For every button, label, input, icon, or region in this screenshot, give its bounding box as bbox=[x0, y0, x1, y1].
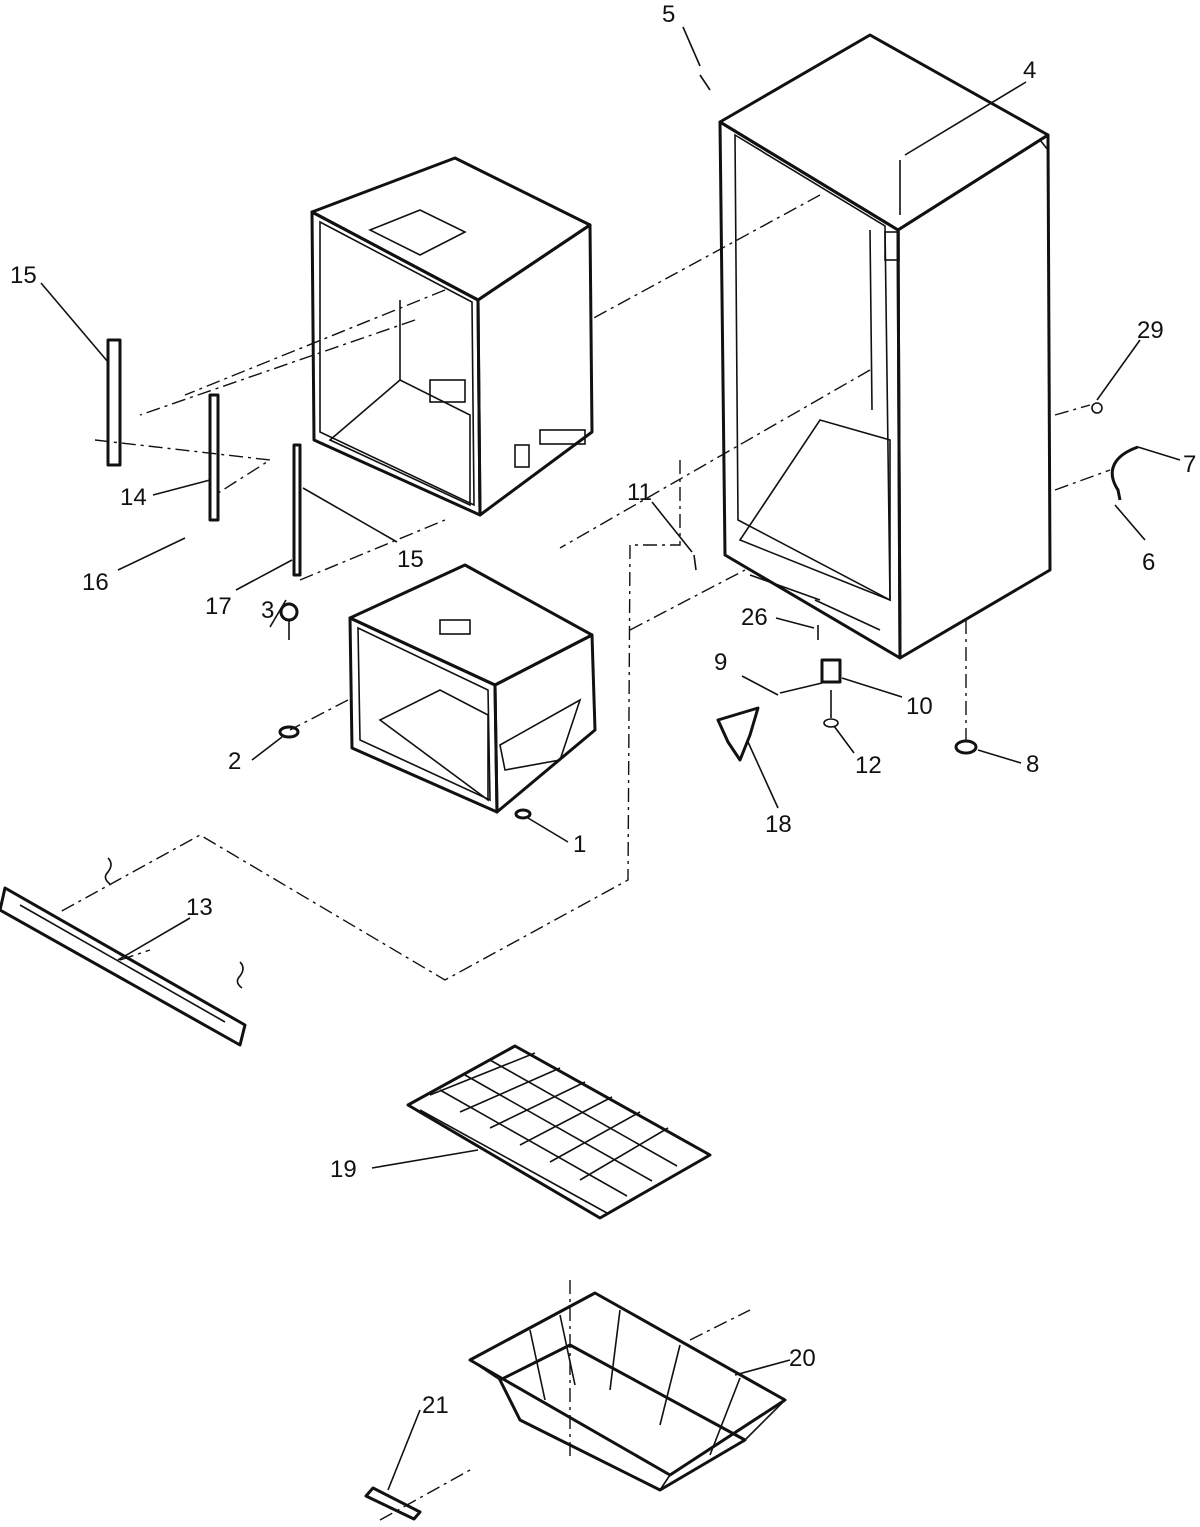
callout-9: 9 bbox=[714, 649, 727, 676]
callout-5: 5 bbox=[662, 1, 675, 28]
callout-15-b: 15 bbox=[397, 546, 424, 573]
callout-2: 2 bbox=[228, 748, 241, 775]
callout-3: 3 bbox=[261, 597, 274, 624]
leader-lines bbox=[40, 26, 1181, 1491]
callout-17: 17 bbox=[205, 593, 232, 620]
callout-4: 4 bbox=[1023, 57, 1036, 84]
callout-6: 6 bbox=[1142, 549, 1155, 576]
shelf-rails bbox=[106, 338, 302, 577]
wire-shelf bbox=[406, 1044, 712, 1220]
callout-20: 20 bbox=[789, 1345, 816, 1372]
callout-labels: 1 2 3 4 5 6 7 8 9 10 11 12 13 14 15 15 1… bbox=[10, 1, 1196, 1419]
callout-1: 1 bbox=[573, 831, 586, 858]
callout-21: 21 bbox=[422, 1392, 449, 1419]
wire-basket bbox=[364, 1291, 787, 1521]
callout-13: 13 bbox=[186, 894, 213, 921]
callout-29: 29 bbox=[1137, 317, 1164, 344]
upper-liner bbox=[310, 156, 594, 517]
callout-14: 14 bbox=[120, 484, 147, 511]
callout-15-a: 15 bbox=[10, 262, 37, 289]
callout-16: 16 bbox=[82, 569, 109, 596]
small-hardware bbox=[278, 74, 1139, 820]
assembly-lines bbox=[59, 194, 1111, 1521]
callout-10: 10 bbox=[906, 693, 933, 720]
callout-11: 11 bbox=[627, 479, 652, 506]
cabinet-shell bbox=[718, 33, 1052, 660]
callout-8: 8 bbox=[1026, 751, 1039, 778]
callout-19: 19 bbox=[330, 1156, 357, 1183]
toe-grille bbox=[0, 857, 247, 1047]
callout-7: 7 bbox=[1183, 451, 1196, 478]
lower-liner bbox=[348, 563, 597, 814]
callout-26: 26 bbox=[741, 604, 768, 631]
callout-18: 18 bbox=[765, 811, 792, 838]
callout-12: 12 bbox=[855, 752, 882, 779]
